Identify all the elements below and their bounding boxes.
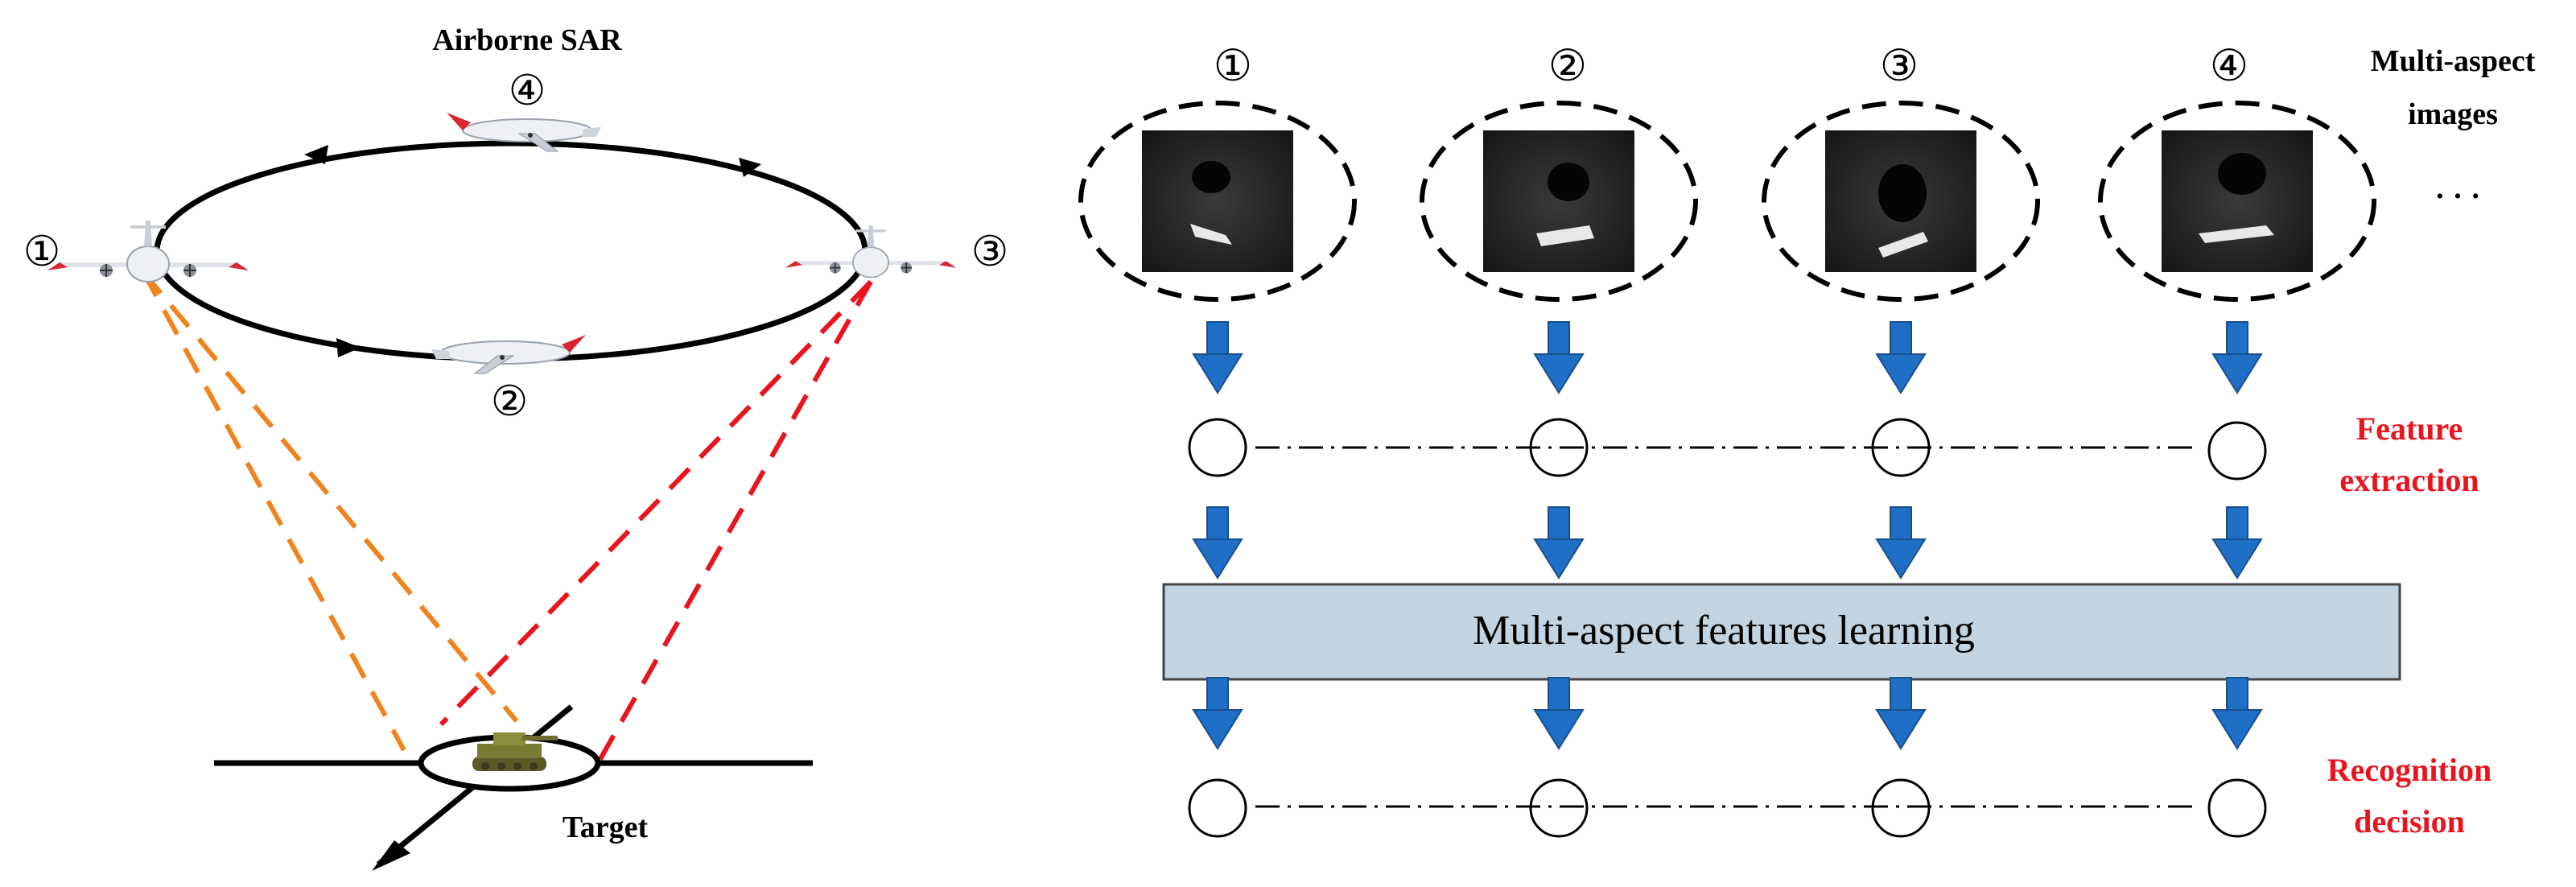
aspect-label-1: ① bbox=[1214, 40, 1252, 91]
orbit-arrow-top-left bbox=[304, 145, 328, 164]
target-track-arrow bbox=[372, 840, 410, 871]
feature-node-1 bbox=[1188, 418, 1247, 477]
feature-label-line2: extraction bbox=[2339, 462, 2479, 498]
arrow-learning-to-decision-1 bbox=[1193, 677, 1243, 749]
learning-box-label: Multi-aspect features learning bbox=[1473, 608, 1975, 654]
feature-node-4 bbox=[2207, 421, 2267, 481]
sar-image-1 bbox=[1078, 101, 1357, 302]
airplane-position-2 bbox=[431, 334, 587, 374]
decision-node-1 bbox=[1188, 778, 1247, 838]
position-label-4: ④ bbox=[509, 67, 546, 115]
flight-orbit bbox=[154, 140, 868, 362]
arrow-image-to-feature-3 bbox=[1876, 321, 1926, 394]
sar-image-4 bbox=[2098, 101, 2376, 302]
arrow-feature-to-learning-3 bbox=[1876, 506, 1926, 579]
feature-label-line1: Feature bbox=[2356, 410, 2463, 447]
position-label-2: ② bbox=[491, 377, 529, 426]
aspect-label-2: ② bbox=[1548, 40, 1587, 91]
arrow-learning-to-decision-2 bbox=[1534, 677, 1584, 749]
tank-icon bbox=[472, 732, 558, 771]
recognition-label-line1: Recognition bbox=[2327, 752, 2492, 788]
sar-image-2 bbox=[1420, 101, 1698, 302]
arrow-image-to-feature-4 bbox=[2212, 321, 2262, 394]
feature-node-3 bbox=[1871, 418, 1931, 477]
arrow-learning-to-decision-3 bbox=[1876, 677, 1926, 749]
decision-node-2 bbox=[1529, 778, 1589, 838]
position-label-3: ③ bbox=[971, 228, 1009, 276]
images-label-line2: images bbox=[2408, 97, 2498, 131]
arrow-feature-to-learning-1 bbox=[1193, 506, 1243, 579]
target-label: Target bbox=[563, 811, 649, 844]
decision-node-4 bbox=[2207, 778, 2267, 838]
orange-beams bbox=[141, 270, 519, 752]
red-beams bbox=[439, 279, 873, 766]
aspect-label-3: ③ bbox=[1880, 40, 1919, 91]
airplane-position-1 bbox=[47, 220, 249, 283]
orbit-arrow-top-right bbox=[739, 158, 761, 177]
recognition-label-line2: decision bbox=[2354, 803, 2465, 840]
arrow-feature-to-learning-2 bbox=[1534, 506, 1584, 579]
airborne-sar-title: Airborne SAR bbox=[432, 23, 622, 57]
ellipsis-more-aspects: · · · bbox=[2434, 179, 2480, 213]
airplane-position-3 bbox=[784, 225, 958, 278]
arrow-feature-to-learning-4 bbox=[2212, 506, 2262, 579]
decision-node-3 bbox=[1871, 778, 1931, 838]
position-label-1: ① bbox=[23, 228, 61, 276]
aspect-label-4: ④ bbox=[2210, 40, 2248, 91]
sar-geometry-panel: Airborne SAR ① ② ③ ④ bbox=[23, 23, 1009, 871]
feature-node-2 bbox=[1529, 418, 1589, 477]
sar-image-3 bbox=[1762, 101, 2040, 302]
orbit-arrow-bottom bbox=[336, 338, 361, 357]
learning-box bbox=[1162, 583, 2401, 681]
arrow-image-to-feature-1 bbox=[1193, 321, 1243, 394]
arrow-learning-to-decision-4 bbox=[2212, 677, 2262, 749]
arrow-image-to-feature-2 bbox=[1534, 321, 1584, 394]
images-label-line1: Multi-aspect bbox=[2371, 44, 2536, 78]
recognition-pipeline-panel: ① ② ③ ④ Multi-aspect bbox=[1078, 40, 2536, 840]
